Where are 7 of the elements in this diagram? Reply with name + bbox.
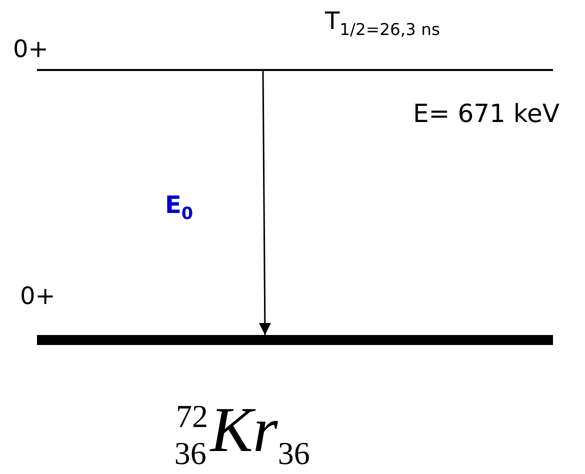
- arrow: [258, 71, 271, 335]
- spin-parity-label: 0+: [20, 283, 56, 310]
- edge-label: E$_{0}$: [165, 192, 194, 222]
- energy-label: E= 671 keV: [413, 100, 560, 128]
- half-life-label: T$_{1/2=26,3 ns}$: [325, 8, 440, 39]
- spin-parity-label: 0+: [13, 36, 48, 62]
- energy-level-line: [37, 69, 553, 71]
